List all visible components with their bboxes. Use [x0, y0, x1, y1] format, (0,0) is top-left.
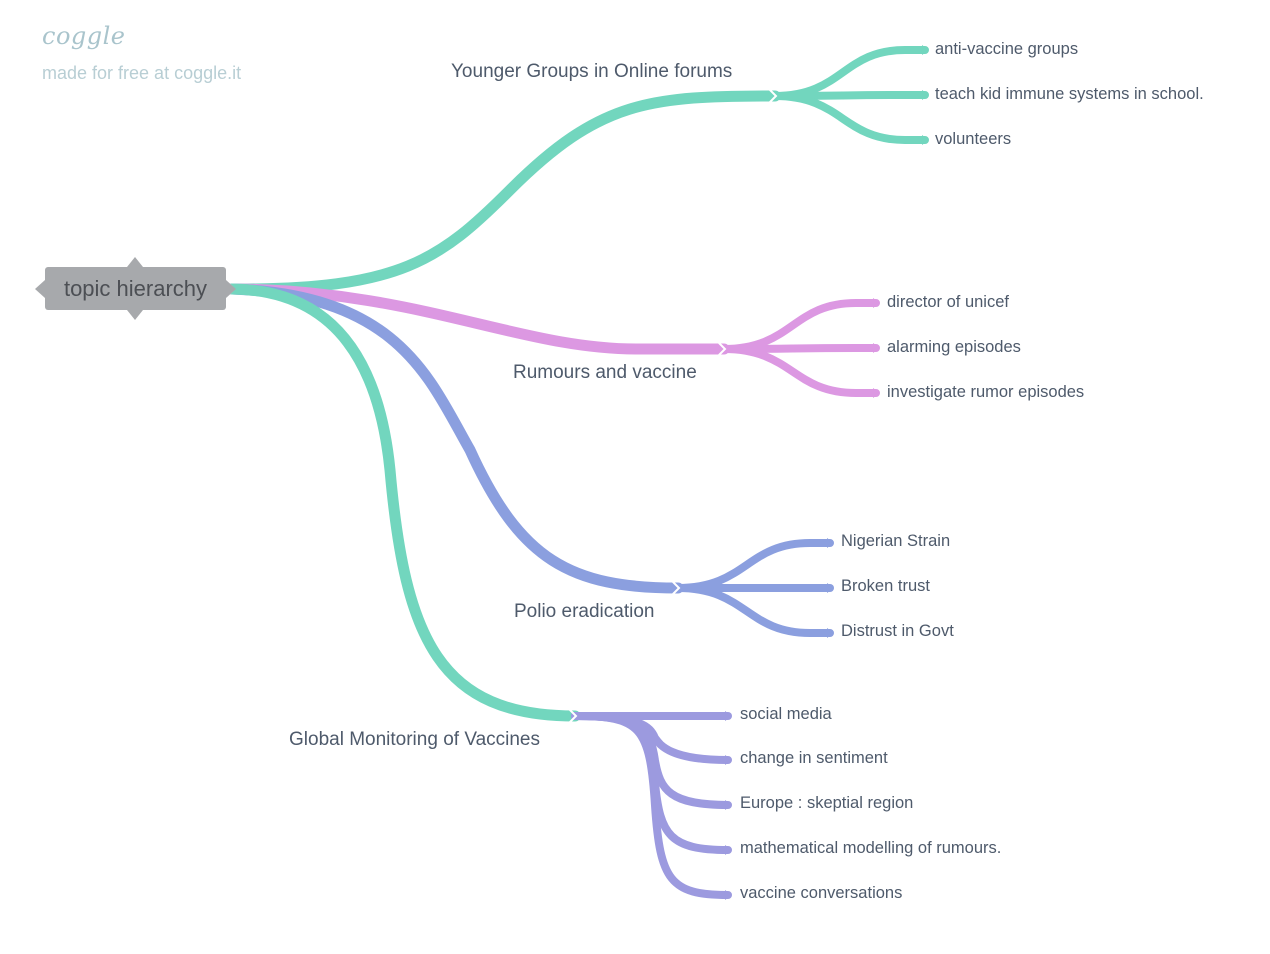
- child-connector-rumours-0: [720, 299, 880, 353]
- child-arrow-polio-0: [827, 538, 834, 548]
- junction-chevron-younger-groups: [769, 89, 778, 103]
- branch-polio-eradication[interactable]: Polio eradication: [514, 601, 655, 622]
- child-arrow-global-monitoring-1: [725, 755, 732, 765]
- root-notch-bottom: [127, 310, 143, 320]
- coggle-logo[interactable]: coggle: [42, 22, 126, 50]
- junction-chevron-polio: [672, 581, 681, 595]
- child-arrow-rumours-1: [873, 343, 880, 353]
- child-connector-younger-groups-0: [771, 46, 929, 100]
- child-arrow-global-monitoring-0: [725, 711, 732, 721]
- leaf-teach-kid-immune-systems[interactable]: teach kid immune systems in school.: [935, 85, 1204, 103]
- child-arrow-polio-2: [827, 628, 834, 638]
- leaf-mathematical-modelling[interactable]: mathematical modelling of rumours.: [740, 839, 1002, 857]
- leaf-anti-vaccine-groups[interactable]: anti-vaccine groups: [935, 40, 1079, 58]
- junction-chevron-global-monitoring: [569, 709, 578, 723]
- branch-connector-rumours: [226, 283, 730, 355]
- leaf-change-in-sentiment[interactable]: change in sentiment: [740, 749, 888, 767]
- child-arrow-polio-1: [827, 583, 834, 593]
- child-arrow-younger-groups-2: [922, 135, 929, 145]
- child-arrow-global-monitoring-2: [725, 800, 732, 810]
- leaf-distrust-in-govt[interactable]: Distrust in Govt: [841, 622, 954, 640]
- child-arrow-global-monitoring-3: [725, 845, 732, 855]
- branch-connector-polio: [226, 283, 684, 594]
- leaf-alarming-episodes[interactable]: alarming episodes: [887, 338, 1021, 356]
- leaf-europe-skeptial-region[interactable]: Europe : skeptial region: [740, 794, 914, 812]
- branch-connector-younger-groups: [226, 90, 781, 295]
- branch-younger-groups[interactable]: Younger Groups in Online forums: [451, 61, 733, 82]
- root-notch-right: [226, 280, 236, 298]
- branch-rumours-and-vaccine[interactable]: Rumours and vaccine: [513, 362, 697, 383]
- leaf-nigerian-strain[interactable]: Nigerian Strain: [841, 532, 951, 550]
- root-node-topic-hierarchy[interactable]: topic hierarchy: [45, 267, 226, 310]
- child-connector-younger-groups-2: [771, 92, 929, 144]
- child-connector-rumours-2: [720, 345, 880, 397]
- coggle-tagline-link[interactable]: made for free at coggle.it: [42, 63, 242, 83]
- leaf-investigate-rumor-episodes[interactable]: investigate rumor episodes: [887, 383, 1085, 401]
- child-arrow-younger-groups-0: [922, 45, 929, 55]
- leaf-social-media[interactable]: social media: [740, 705, 832, 723]
- branch-global-monitoring[interactable]: Global Monitoring of Vaccines: [289, 729, 540, 750]
- junction-chevron-rumours: [718, 342, 727, 356]
- child-arrow-global-monitoring-4: [725, 890, 732, 900]
- root-notch-top: [127, 257, 143, 267]
- leaf-broken-trust[interactable]: Broken trust: [841, 577, 930, 595]
- child-connector-global-monitoring-4: [571, 712, 732, 899]
- child-arrow-rumours-2: [873, 388, 880, 398]
- root-notch-left: [35, 280, 45, 298]
- leaf-volunteers[interactable]: volunteers: [935, 130, 1012, 148]
- child-arrow-rumours-0: [873, 298, 880, 308]
- child-connector-polio-0: [674, 539, 834, 592]
- child-connector-polio-2: [674, 584, 834, 637]
- leaf-vaccine-conversations[interactable]: vaccine conversations: [740, 884, 903, 902]
- leaf-director-of-unicef[interactable]: director of unicef: [887, 293, 1009, 311]
- branch-connector-global-monitoring: [226, 283, 581, 722]
- child-arrow-younger-groups-1: [922, 90, 929, 100]
